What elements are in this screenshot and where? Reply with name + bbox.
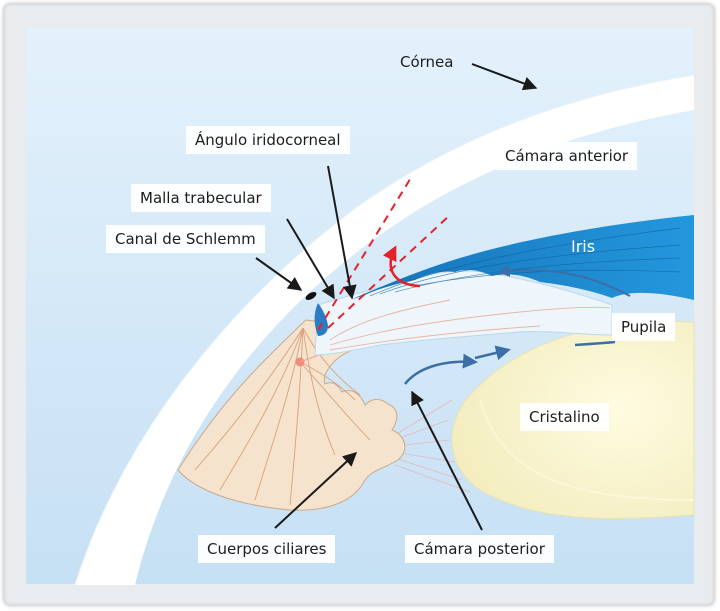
pointer-arrows: [255, 63, 538, 531]
blue-flow-arrow-lens: [474, 345, 511, 361]
lens-highlight: [479, 399, 695, 501]
red-flow-arrow: [382, 245, 421, 288]
outflow-dashed-lines: [317, 175, 451, 331]
iris-vessels: [329, 299, 611, 351]
label-schlemm-canal: Canal de Schlemm: [106, 225, 265, 253]
label-iris: Iris: [571, 237, 596, 256]
label-lens: Cristalino: [520, 403, 609, 431]
cornea-outer-edge: [74, 74, 695, 586]
ciliary-muscle-fibers: [194, 327, 371, 506]
blue-flow-arrow-iris: [497, 264, 631, 297]
iris: [350, 215, 694, 300]
blue-flow-arrow-posterior: [404, 353, 478, 385]
label-anterior-chamber: Cámara anterior: [496, 142, 638, 170]
label-ciliary-bodies: Cuerpos ciliares: [198, 535, 336, 563]
schlemm-canal: [305, 292, 317, 300]
trabecular-meshwork: [314, 303, 328, 336]
label-cornea: Córnea: [400, 53, 454, 71]
blue-flow-line-pupil: [574, 340, 616, 347]
label-trabecular-meshwork: Malla trabecular: [131, 184, 271, 212]
label-pupil: Pupila: [612, 313, 676, 341]
label-iridocorneal-angle: Ángulo iridocorneal: [186, 126, 350, 154]
cornea-sclera: [75, 75, 694, 585]
label-posterior-chamber: Cámara posterior: [405, 535, 554, 563]
